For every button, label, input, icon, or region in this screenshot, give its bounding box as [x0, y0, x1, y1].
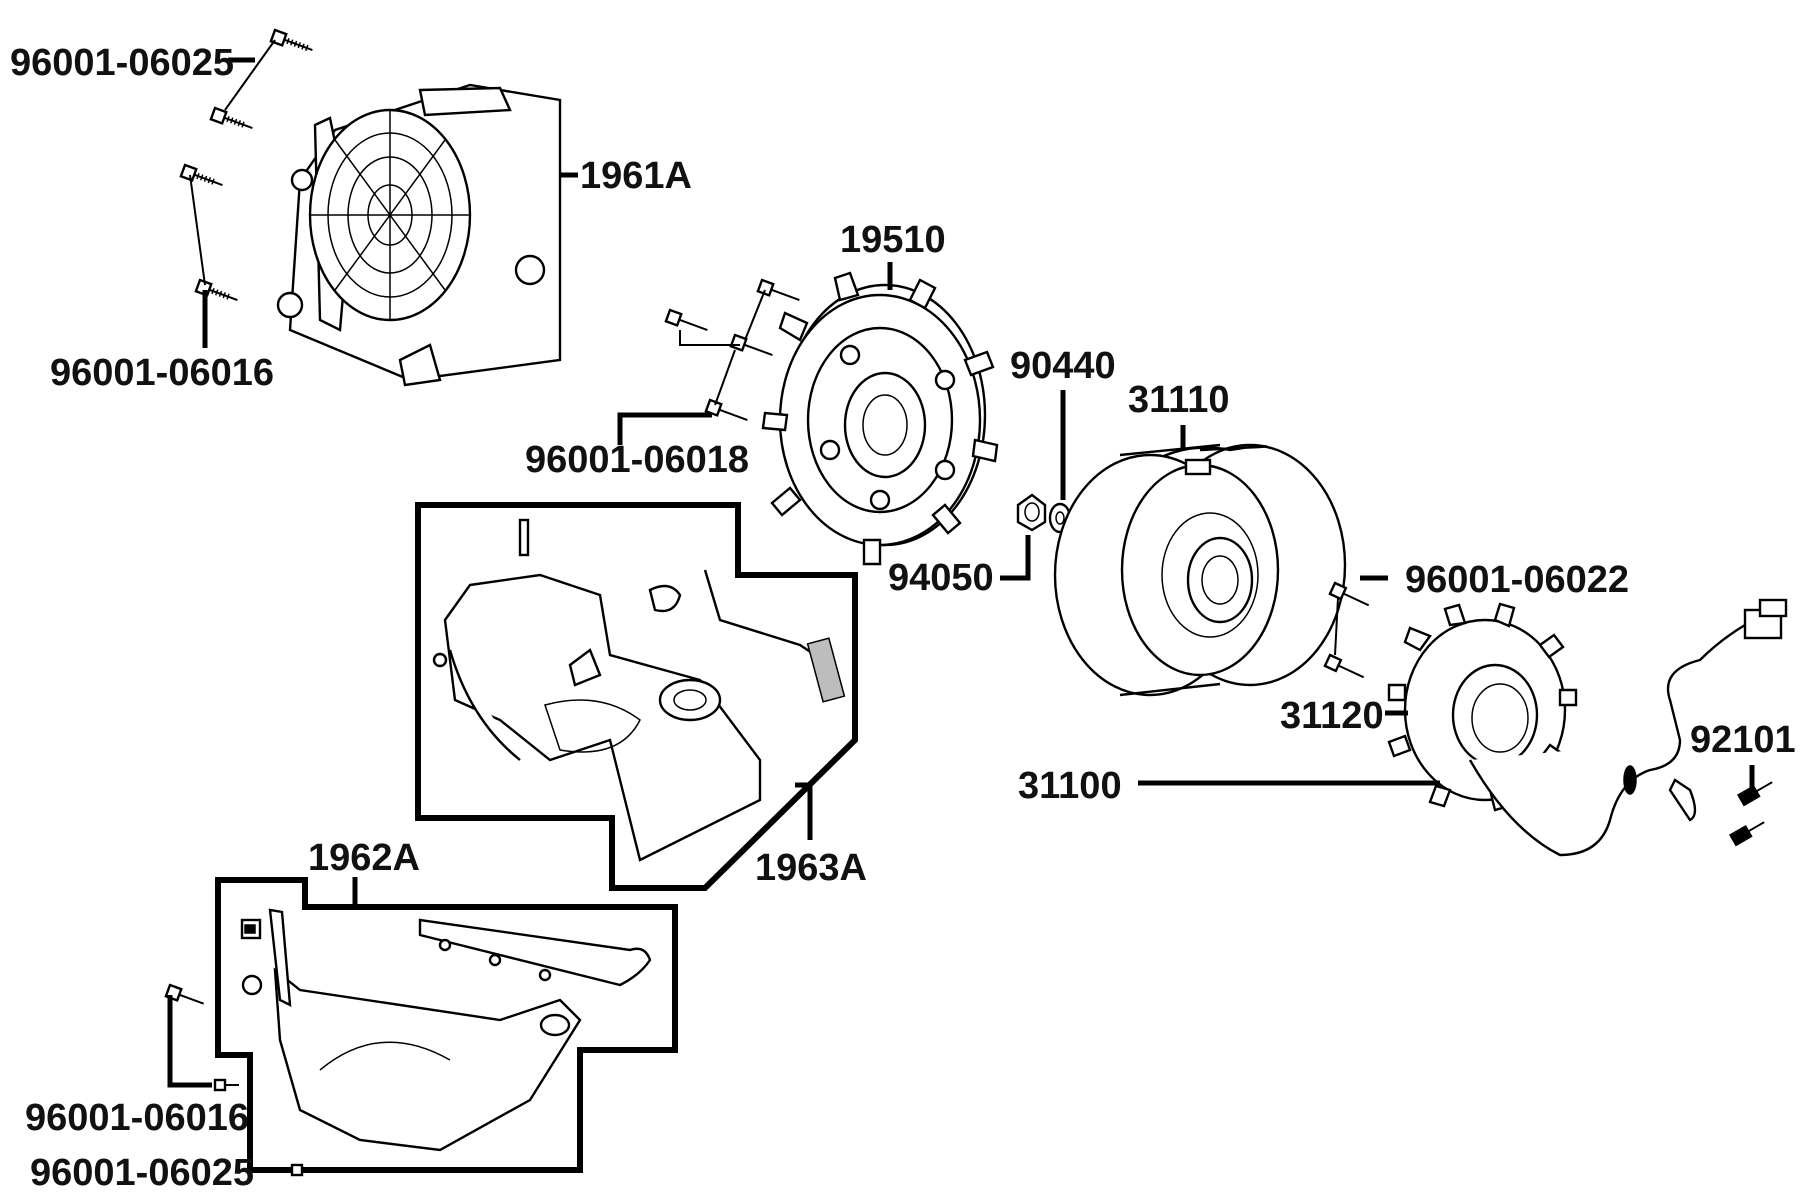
fan-bolts [664, 278, 800, 421]
cover-bolts [179, 28, 313, 301]
label-bolt-cover-bottom: 96001-06016 [50, 352, 274, 394]
label-stator-bolts: 96001-06022 [1405, 559, 1629, 601]
shroud-lower-part [240, 908, 652, 1152]
shroud-upper-part [432, 518, 846, 862]
cooling-fan-part [761, 271, 999, 566]
rotor-part [1053, 443, 1347, 697]
leader-bolt-lower-a [167, 995, 212, 1088]
screw-parts [1728, 781, 1773, 847]
label-bolt-lower-a: 96001-06016 [25, 1097, 249, 1139]
leader-shroud-upper [795, 782, 813, 840]
label-generator-assy: 31100 [1018, 765, 1122, 807]
label-fan-cover: 1961A [580, 155, 692, 197]
label-stator: 31120 [1280, 695, 1384, 737]
nut-washer-parts [1016, 493, 1072, 534]
label-washer: 90440 [1010, 345, 1116, 387]
label-rotor: 31110 [1128, 379, 1229, 421]
label-fan-bolts: 96001-06018 [525, 439, 749, 481]
shroud-lower-box [215, 877, 678, 1173]
stator-bolts [1323, 581, 1370, 679]
leader-fan-bolts [617, 412, 712, 445]
label-shroud-lower: 1962A [308, 837, 420, 879]
leader-nut [1000, 535, 1031, 581]
label-bolt-lower-b: 96001-06025 [30, 1152, 254, 1194]
stator-part [1387, 598, 1788, 857]
fan-cover-part [276, 83, 562, 387]
label-shroud-upper: 1963A [755, 847, 867, 889]
label-screw: 92101 [1690, 719, 1796, 761]
label-nut: 94050 [888, 557, 994, 599]
label-cooling-fan: 19510 [840, 219, 946, 261]
label-bolt-cover-top: 96001-06025 [10, 42, 234, 84]
shroud-upper-box [415, 502, 858, 891]
